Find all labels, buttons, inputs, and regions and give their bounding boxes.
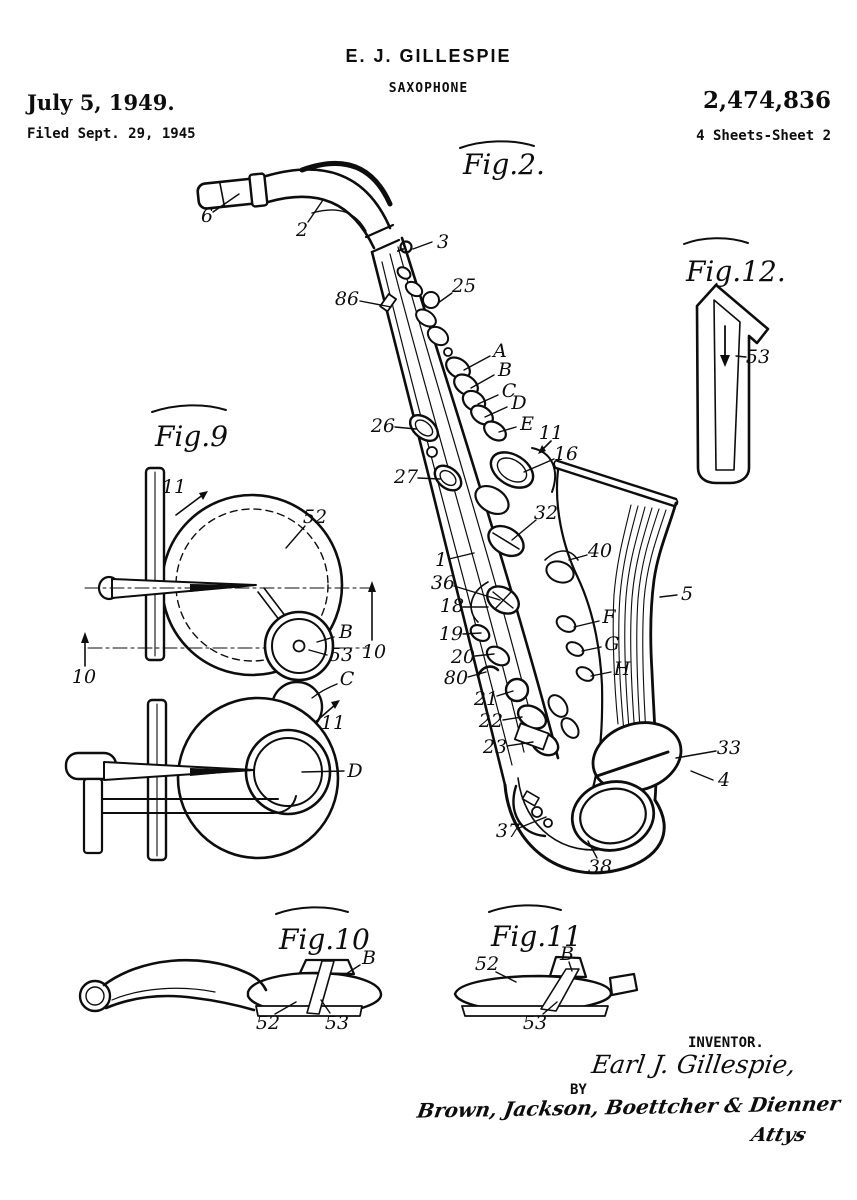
fig11-label-B: B bbox=[559, 943, 574, 965]
fig2-bow-pads bbox=[512, 721, 683, 852]
patent-inventor-name: E. J. GILLESPIE bbox=[345, 46, 512, 66]
fig2-label-40: 40 bbox=[587, 540, 612, 562]
fig9-label-11-bottom: 11 bbox=[321, 712, 345, 734]
fig2-side-keys bbox=[408, 413, 463, 492]
patent-sheet-info: 4 Sheets-Sheet 2 bbox=[696, 128, 831, 144]
fig2-label-27: 27 bbox=[393, 466, 419, 488]
fig10-label-B: B bbox=[361, 947, 376, 969]
fig2-title: Fig.2. bbox=[462, 148, 545, 181]
fig2-label-26: 26 bbox=[370, 415, 395, 437]
fig2-label-3: 3 bbox=[437, 231, 449, 253]
fig2-saxophone-drawing: Fig.2. bbox=[196, 140, 741, 878]
fig2-section-arrow-11 bbox=[538, 440, 552, 454]
fig2-leader-lines bbox=[212, 193, 717, 859]
fig2-label-H: H bbox=[613, 658, 631, 680]
fig9-label-11-top: 11 bbox=[162, 476, 186, 498]
fig9-label-10-left: 10 bbox=[72, 666, 96, 688]
fig2-body-tube bbox=[370, 236, 560, 787]
fig11-label-52: 52 bbox=[475, 953, 499, 975]
fig9-label-52: 52 bbox=[303, 506, 327, 528]
patent-issue-date: July 5, 1949. bbox=[27, 90, 175, 115]
fig2-label-16: 16 bbox=[554, 443, 578, 465]
fig2-label-36: 36 bbox=[431, 572, 455, 594]
fig2-label-20: 20 bbox=[450, 646, 475, 668]
fig2-label-F: F bbox=[601, 606, 616, 628]
inventor-signature: Earl J. Gillespie, bbox=[589, 1050, 798, 1079]
fig12-wedge-drawing: Fig.12. 53 bbox=[683, 237, 786, 485]
fig9-title: Fig.9 bbox=[154, 420, 228, 453]
patent-number: 2,474,836 bbox=[702, 87, 831, 114]
fig2-label-1: 1 bbox=[435, 549, 447, 571]
fig2-label-19: 19 bbox=[439, 623, 463, 645]
fig2-lower-keys bbox=[469, 581, 595, 757]
fig2-neck bbox=[264, 160, 413, 254]
attorneys-abbrev-signature: Attys bbox=[749, 1124, 809, 1146]
fig2-label-2: 2 bbox=[295, 219, 308, 241]
fig2-label-B: B bbox=[497, 359, 512, 381]
fig2-palm-keys bbox=[445, 356, 507, 442]
fig2-label-23: 23 bbox=[482, 736, 507, 758]
fig12-title: Fig.12. bbox=[685, 255, 786, 288]
fig11-label-53: 53 bbox=[523, 1012, 547, 1034]
fig9-label-C: C bbox=[340, 668, 355, 690]
fig10-title: Fig.10 bbox=[278, 923, 370, 956]
inventor-caption: INVENTOR. bbox=[688, 1035, 764, 1051]
fig2-label-33: 33 bbox=[717, 737, 741, 759]
fig2-label-18: 18 bbox=[440, 595, 464, 617]
fig2-label-4: 4 bbox=[717, 769, 730, 791]
fig9-key-mechanism-drawing: Fig.9 11 bbox=[64, 404, 386, 862]
patent-filed-date: Filed Sept. 29, 1945 bbox=[27, 126, 196, 142]
fig10-label-53: 53 bbox=[325, 1012, 349, 1034]
fig2-mid-keys bbox=[474, 447, 579, 584]
by-label: BY bbox=[570, 1082, 587, 1098]
fig9-lever-bottom bbox=[64, 696, 340, 862]
fig2-label-6: 6 bbox=[201, 205, 213, 227]
fig2-label-A: A bbox=[491, 340, 507, 362]
fig9-label-53: 53 bbox=[329, 644, 353, 666]
fig9-label-B: B bbox=[338, 621, 353, 643]
fig2-upper-keys bbox=[379, 266, 453, 357]
fig9-label-D: D bbox=[346, 760, 362, 782]
fig12-label-53: 53 bbox=[746, 346, 770, 368]
fig2-mouthpiece bbox=[196, 172, 269, 210]
fig2-label-86: 86 bbox=[335, 288, 359, 310]
fig2-label-80: 80 bbox=[444, 667, 468, 689]
fig11-title: Fig.11 bbox=[490, 920, 582, 953]
fig10-pad-section-drawing: Fig.10 B 52 53 bbox=[78, 906, 383, 1034]
fig9-label-10-right: 10 bbox=[362, 641, 386, 663]
fig2-label-C: C bbox=[502, 380, 517, 402]
fig2-label-E: E bbox=[519, 413, 534, 435]
fig11-pad-section-drawing: Fig.11 52 B 53 bbox=[453, 904, 639, 1034]
fig2-label-G: G bbox=[604, 633, 619, 655]
fig2-label-25: 25 bbox=[451, 275, 476, 297]
fig2-label-22: 22 bbox=[478, 710, 503, 732]
fig2-label-21: 21 bbox=[473, 688, 498, 710]
fig2-label-D: D bbox=[510, 392, 526, 414]
fig2-label-32: 32 bbox=[534, 502, 558, 524]
fig10-label-52: 52 bbox=[256, 1012, 280, 1034]
patent-invention-title: SAXOPHONE bbox=[388, 81, 469, 96]
fig2-label-37: 37 bbox=[496, 820, 521, 842]
fig2-label-38: 38 bbox=[588, 856, 612, 878]
fig2-label-11: 11 bbox=[539, 422, 563, 444]
fig2-reference-numerals: 6 2 3 86 25 A B C D E 11 16 26 27 32 40 … bbox=[201, 205, 741, 878]
fig9-lever-top bbox=[97, 466, 257, 662]
fig2-label-5: 5 bbox=[681, 583, 693, 605]
